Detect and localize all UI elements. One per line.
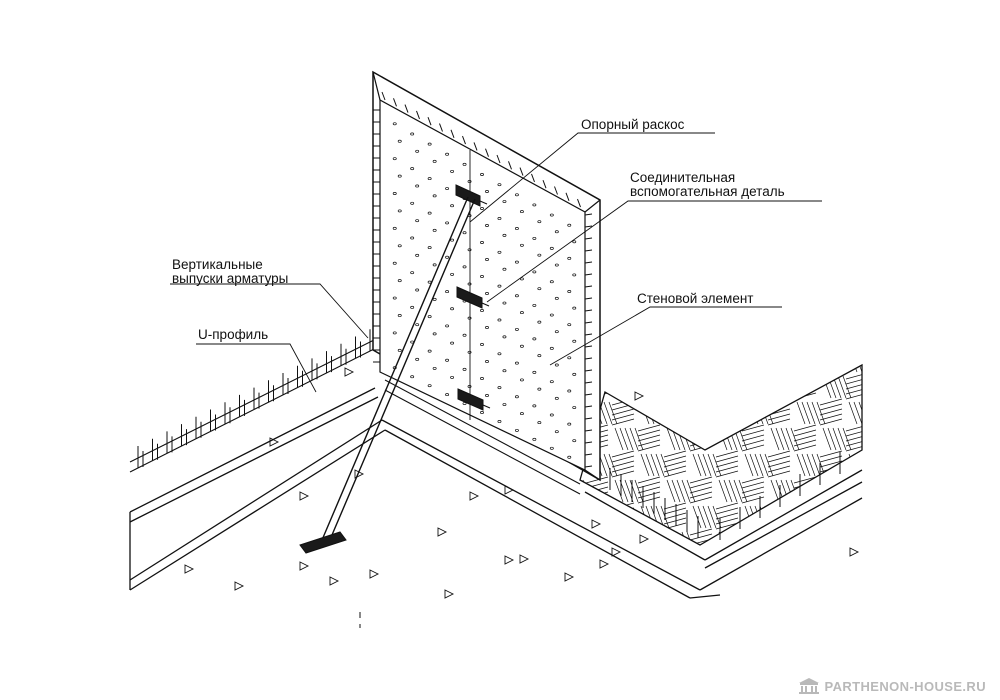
connector-bracket-bottom xyxy=(457,388,491,411)
connector-bracket-middle xyxy=(456,286,490,309)
parthenon-temple-icon xyxy=(799,678,820,694)
leader-brace xyxy=(469,132,715,223)
leader-connector xyxy=(486,200,822,303)
leader-lines xyxy=(170,132,822,393)
leader-wall xyxy=(549,306,782,366)
leader-rebar xyxy=(170,283,369,339)
watermark-text: PARTHENON-HOUSE.RU xyxy=(824,678,986,694)
watermark: PARTHENON-HOUSE.RU xyxy=(798,677,986,695)
label-wall: Стеновой элемент xyxy=(637,291,754,306)
wall-element xyxy=(372,70,601,482)
floor-slab xyxy=(129,387,863,599)
label-connector-line1: Соединительная xyxy=(630,170,736,185)
label-brace: Опорный раскос xyxy=(581,117,685,132)
label-connector-line2: вспомогательная деталь xyxy=(630,184,785,199)
label-rebar-line1: Вертикальные xyxy=(172,257,263,272)
label-rebar-line2: выпуски арматуры xyxy=(172,271,289,286)
leader-uprofile xyxy=(196,343,317,393)
support-brace xyxy=(299,196,476,554)
right-slab-segment xyxy=(579,363,863,569)
label-uprofile: U-профиль xyxy=(198,327,269,342)
floor-surface-markers xyxy=(184,367,860,599)
